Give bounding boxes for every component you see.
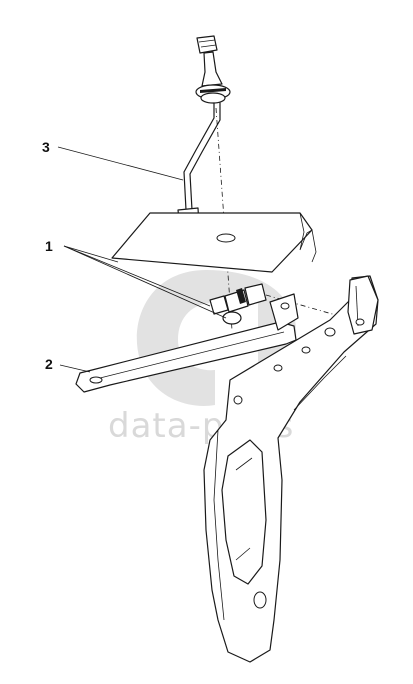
callout-1: 1	[45, 238, 227, 319]
bracket-flange	[347, 275, 379, 335]
callout-3-label: 3	[42, 139, 50, 155]
floor-panel-section	[111, 212, 317, 273]
callout-2-label: 2	[45, 356, 53, 372]
connector-c	[244, 283, 267, 306]
bracket-bar-hole	[89, 376, 103, 384]
bracket-cutout	[221, 439, 267, 585]
floor-panel	[111, 212, 313, 273]
callout-3: 3	[42, 139, 184, 181]
bracket-lower-hole	[253, 591, 267, 609]
panel-hole	[216, 233, 236, 243]
pipe-run	[183, 102, 215, 211]
bracket-bar	[75, 321, 297, 393]
bracket-hole-1	[324, 327, 336, 337]
part-1-connectors	[209, 283, 361, 325]
top-nut	[196, 35, 218, 54]
watermark-logo-icon	[136, 270, 297, 406]
callout-2: 2	[45, 356, 91, 373]
part-2-bracket-bar	[75, 293, 299, 393]
main-bracket	[203, 275, 379, 663]
bracket-tab	[269, 293, 299, 331]
connector-nut	[222, 311, 242, 325]
pipe-hose	[201, 51, 223, 87]
callout-1-label: 1	[45, 238, 53, 254]
